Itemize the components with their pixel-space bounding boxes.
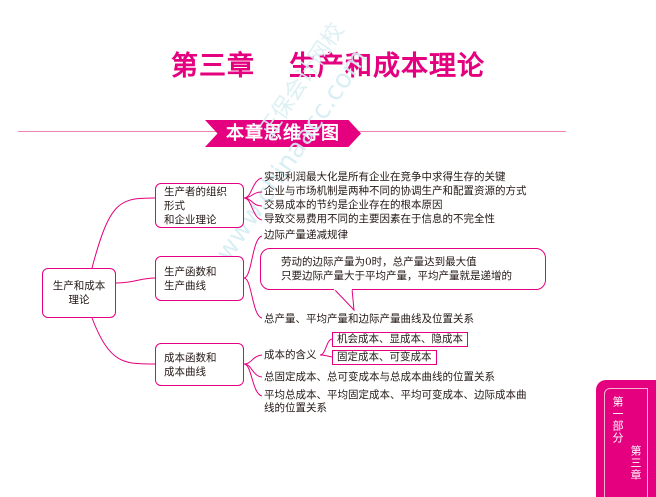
branch-item: 平均总成本、平均固定成本、平均可变成本、边际成本曲线的位置关系 [264, 389, 527, 414]
connector [243, 235, 263, 279]
branch-item: 导致交易费用不同的主要因素在于信息的不完全性 [264, 213, 495, 225]
branch-item: 边际产量递减规律 [264, 229, 348, 241]
branch-node-organization: 生产者的组织形式和企业理论 [155, 183, 244, 228]
branch-label: 成本函数和成本曲线 [164, 351, 217, 378]
chapter-number: 第三章 [171, 51, 255, 82]
branch-item: 总产量、平均产量和边际产量曲线及位置关系 [264, 313, 474, 325]
note-line: 只要边际产量大于平均产量，平均产量就是递增的 [281, 270, 512, 282]
branch-node-cost: 成本函数和成本曲线 [155, 343, 244, 386]
branch-item: 交易成本的节约是企业存在的根本原因 [264, 199, 443, 211]
branch-node-production: 生产函数和生产曲线 [155, 256, 244, 301]
cost-meaning-item: 机会成本、显成本、隐成本 [332, 332, 468, 347]
connector [243, 197, 263, 221]
connector [243, 363, 263, 397]
connector [91, 317, 156, 365]
connector [115, 277, 156, 284]
branch-label: 生产者的组织形式和企业理论 [164, 185, 227, 226]
section-side-tab-frame [604, 388, 648, 497]
connector [91, 197, 156, 269]
chapter-title: 第三章 生产和成本理论 [0, 44, 656, 83]
mindmap-banner: 本章思维导图 [205, 120, 361, 147]
divider-line [18, 131, 218, 132]
cost-meaning-item: 固定成本、可变成本 [332, 350, 437, 365]
connector [319, 354, 333, 358]
note-bubble-tail [333, 288, 355, 312]
root-node: 生产和成本理论 [42, 268, 116, 318]
chapter-name: 生产和成本理论 [289, 51, 485, 82]
note-bubble: 劳动的边际产量为0时，总产量达到最大值 只要边际产量大于平均产量，平均产量就是递… [260, 248, 546, 290]
branch-label: 生产函数和生产曲线 [164, 265, 217, 292]
connector [243, 354, 263, 365]
side-tab-part: 第一部分 [611, 396, 624, 444]
section-side-tab [596, 380, 656, 497]
side-tab-chapter: 第三章 [629, 445, 642, 481]
branch-item: 实现利润最大化是所有企业在竞争中求得生存的关键 [264, 171, 506, 183]
branch-item: 总固定成本、总可变成本与总成本曲线的位置关系 [264, 371, 495, 383]
branch-item: 企业与市场机制是两种不同的协调生产和配置资源的方式 [264, 185, 527, 197]
connector [243, 277, 263, 319]
root-label: 生产和成本理论 [52, 280, 106, 306]
connector [319, 338, 333, 356]
divider-line [358, 131, 566, 132]
note-line: 劳动的边际产量为0时，总产量达到最大值 [281, 256, 477, 268]
cost-meaning-label: 成本的含义 [264, 349, 317, 361]
